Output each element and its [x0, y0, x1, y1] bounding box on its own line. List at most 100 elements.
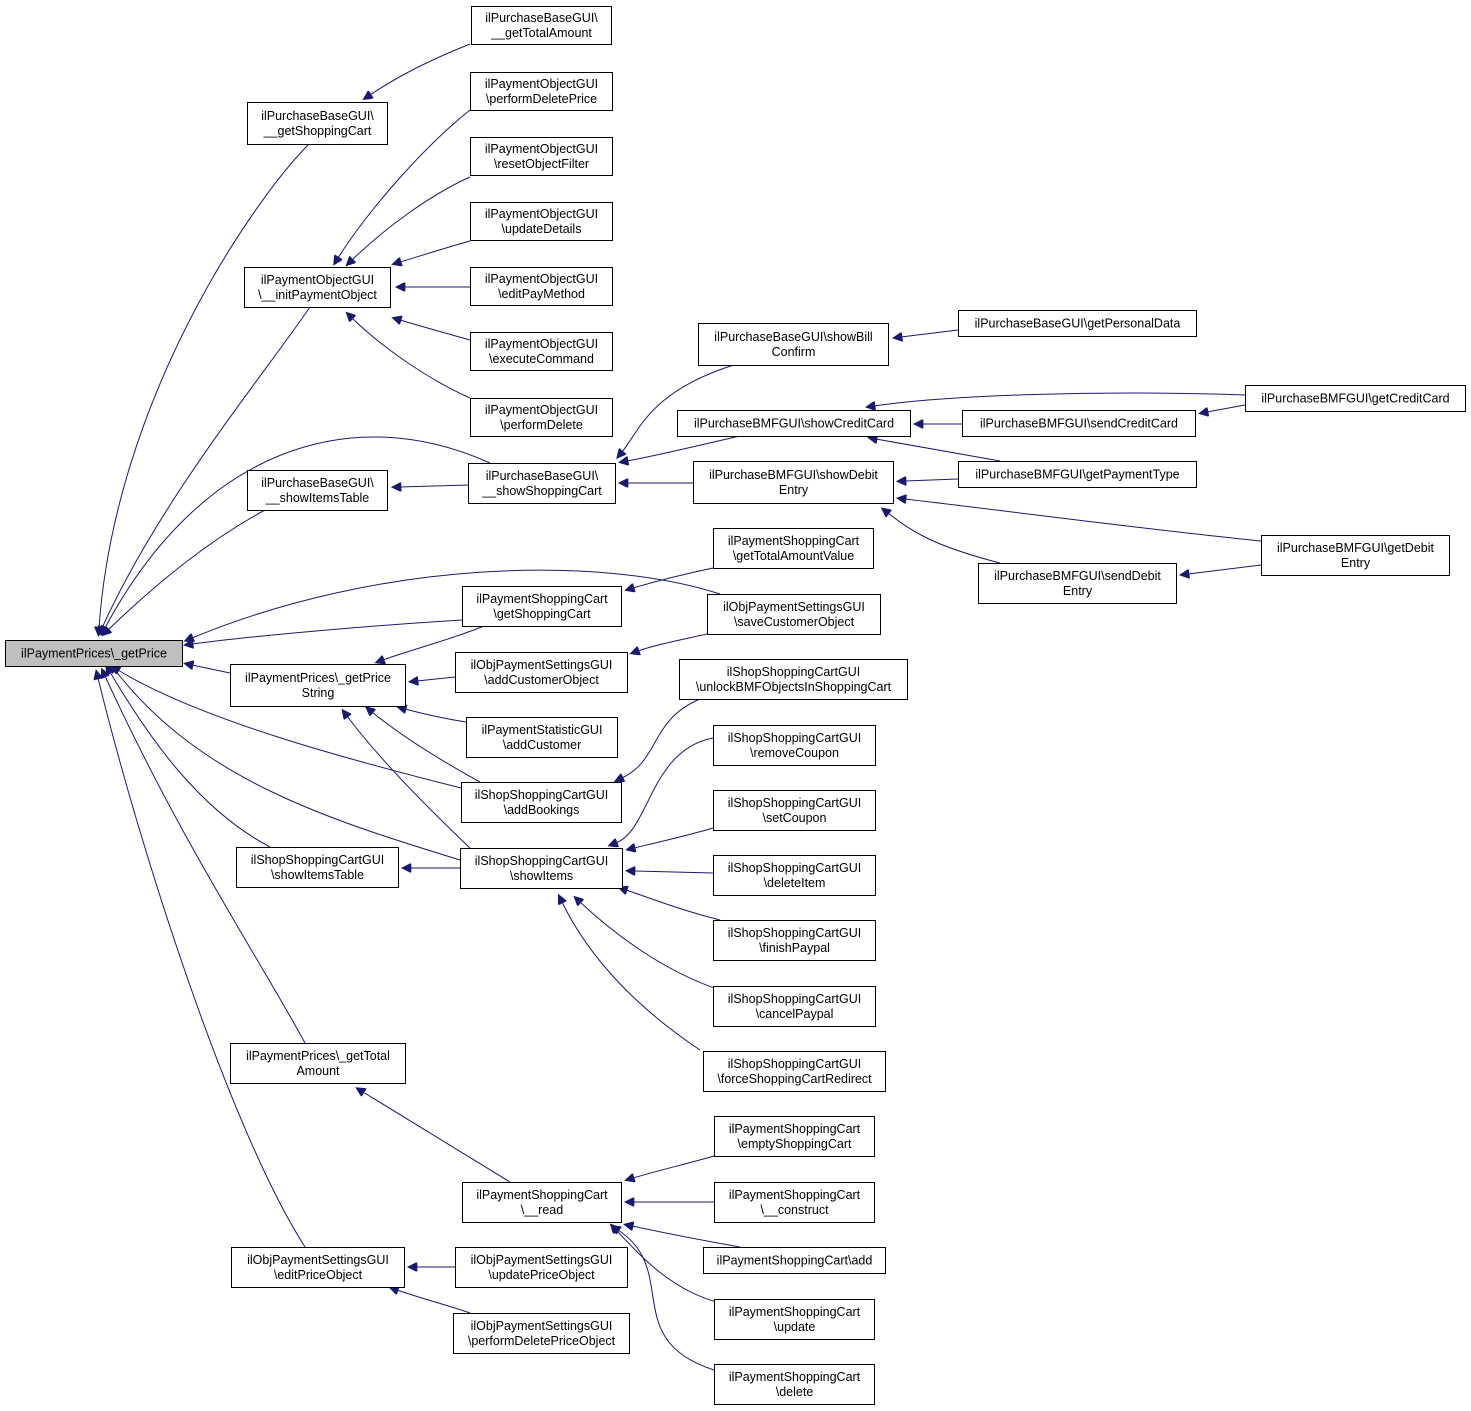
node-label: __showItemsTable: [265, 491, 370, 505]
caller-node[interactable]: ilPaymentObjectGUI\performDelete: [470, 398, 613, 437]
node-label: ilShopShoppingCartGUI: [475, 854, 608, 868]
caller-node[interactable]: ilPaymentObjectGUI\resetObjectFilter: [470, 137, 613, 176]
node-box: [713, 920, 876, 961]
caller-node[interactable]: ilPaymentObjectGUI\editPayMethod: [470, 267, 613, 306]
caller-node[interactable]: ilShopShoppingCartGUI\cancelPaypal: [713, 986, 876, 1027]
node-label: ilShopShoppingCartGUI: [728, 992, 861, 1006]
caller-node[interactable]: ilPurchaseBMFGUI\getCreditCard: [1245, 385, 1466, 412]
call-edge-n27-n0: [118, 670, 462, 789]
node-box: [1245, 385, 1466, 412]
caller-node[interactable]: ilShopShoppingCartGUI\showItems: [460, 848, 623, 889]
node-box: [470, 202, 613, 241]
caller-node[interactable]: ilShopShoppingCartGUI\unlockBMFObjectsIn…: [679, 659, 908, 700]
caller-node[interactable]: ilPaymentObjectGUI\__initPaymentObject: [244, 267, 391, 308]
call-edge-n3-n0: [102, 306, 311, 628]
call-edge-n14-n11: [627, 435, 741, 461]
node-label: Amount: [296, 1064, 340, 1078]
caller-node[interactable]: ilPaymentShoppingCart\add: [703, 1247, 886, 1274]
caller-node[interactable]: ilPurchaseBMFGUI\sendCreditCard: [962, 410, 1196, 437]
caller-node[interactable]: ilPaymentShoppingCart\__read: [462, 1182, 622, 1223]
node-box: [693, 461, 894, 504]
call-edge-n21-n0: [192, 619, 463, 644]
node-label: ilPurchaseBaseGUI\: [261, 476, 374, 490]
caller-node[interactable]: ilPaymentObjectGUI\performDeletePrice: [470, 72, 613, 111]
node-label: \getTotalAmountValue: [733, 549, 854, 563]
call-edge-n19-n20: [1188, 564, 1262, 574]
call-edge-n21-n24: [383, 625, 485, 660]
call-edge-n10-n0: [108, 509, 266, 630]
caller-node[interactable]: ilPurchaseBMFGUI\showCreditCard: [677, 410, 911, 437]
call-edge-n33-n32: [634, 871, 714, 873]
caller-node[interactable]: ilPurchaseBaseGUI\__showItemsTable: [247, 470, 388, 511]
caller-node[interactable]: ilPurchaseBaseGUI\__showShoppingCart: [468, 463, 616, 504]
caller-node[interactable]: ilObjPaymentSettingsGUI\saveCustomerObje…: [707, 594, 881, 635]
call-edge-n44-n0: [98, 678, 306, 1248]
node-label: ilPaymentObjectGUI: [485, 142, 598, 156]
node-label: ilObjPaymentSettingsGUI: [723, 600, 865, 614]
caller-node[interactable]: ilPaymentShoppingCart\getTotalAmountValu…: [713, 528, 874, 569]
caller-node[interactable]: ilPaymentShoppingCart\delete: [714, 1364, 875, 1405]
node-label: ilShopShoppingCartGUI: [728, 861, 861, 875]
caller-node[interactable]: ilShopShoppingCartGUI\showItemsTable: [236, 847, 399, 888]
call-edge-n24-n0: [192, 665, 231, 674]
node-label: \editPayMethod: [498, 287, 585, 301]
node-box: [453, 1313, 630, 1354]
caller-node[interactable]: ilPurchaseBaseGUI\getPersonalData: [958, 310, 1197, 337]
node-box: [460, 848, 623, 889]
node-label: ilPaymentShoppingCart: [729, 1188, 861, 1202]
call-edge-n11-n10: [400, 485, 469, 487]
caller-node[interactable]: ilShopShoppingCartGUI\addBookings: [461, 782, 622, 823]
caller-node[interactable]: ilPurchaseBMFGUI\getPaymentType: [958, 461, 1197, 488]
node-box: [247, 102, 388, 145]
node-box: [958, 461, 1197, 488]
caller-node[interactable]: ilObjPaymentSettingsGUI\updatePriceObjec…: [455, 1247, 628, 1288]
caller-node[interactable]: ilShopShoppingCartGUI\forceShoppingCartR…: [703, 1051, 886, 1092]
caller-node[interactable]: ilShopShoppingCartGUI\removeCoupon: [713, 725, 876, 766]
call-edge-n37-n0: [105, 676, 306, 1044]
call-edge-n43-n39: [618, 1230, 715, 1371]
node-label: ilObjPaymentSettingsGUI: [471, 1319, 613, 1333]
node-label: ilShopShoppingCartGUI: [251, 853, 384, 867]
node-label: ilPurchaseBMFGUI\showCreditCard: [694, 417, 894, 431]
call-edge-n20-n17: [888, 513, 1001, 564]
node-label: String: [302, 686, 335, 700]
caller-node[interactable]: ilPaymentShoppingCart\getShoppingCart: [462, 586, 622, 627]
node-label: \updatePriceObject: [488, 1268, 595, 1282]
caller-node[interactable]: ilPaymentShoppingCart\emptyShoppingCart: [714, 1116, 875, 1157]
caller-node[interactable]: ilPaymentObjectGUI\executeCommand: [470, 332, 613, 371]
caller-node[interactable]: ilPurchaseBaseGUI\__getTotalAmount: [471, 6, 612, 45]
focus-node[interactable]: ilPaymentPrices\_getPrice: [5, 640, 183, 667]
node-box: [455, 1247, 628, 1288]
caller-node[interactable]: ilPaymentPrices\_getTotalAmount: [230, 1043, 406, 1084]
node-box: [713, 725, 876, 766]
caller-node[interactable]: ilPaymentObjectGUI\updateDetails: [470, 202, 613, 241]
caller-node[interactable]: ilPaymentStatisticGUI\addCustomer: [466, 717, 618, 758]
node-box: [470, 267, 613, 306]
node-label: \unlockBMFObjectsInShoppingCart: [696, 680, 892, 694]
call-edge-n29-n32: [616, 737, 714, 843]
node-label: \executeCommand: [489, 352, 594, 366]
node-label: \setCoupon: [763, 811, 827, 825]
node-label: ilPaymentPrices\_getTotal: [246, 1049, 390, 1063]
caller-node[interactable]: ilShopShoppingCartGUI\finishPaypal: [713, 920, 876, 961]
caller-node[interactable]: ilShopShoppingCartGUI\deleteItem: [713, 855, 876, 896]
caller-node[interactable]: ilObjPaymentSettingsGUI\addCustomerObjec…: [455, 652, 628, 693]
node-box: [462, 1182, 622, 1223]
caller-node[interactable]: ilShopShoppingCartGUI\setCoupon: [713, 790, 876, 831]
call-edge-n18-n14: [876, 439, 1001, 462]
caller-node[interactable]: ilPaymentShoppingCart\update: [714, 1299, 875, 1340]
node-box: [698, 323, 889, 366]
caller-node[interactable]: ilObjPaymentSettingsGUI\performDeletePri…: [453, 1313, 630, 1354]
caller-node[interactable]: ilPurchaseBaseGUI\__getShoppingCart: [247, 102, 388, 145]
caller-node[interactable]: ilPaymentShoppingCart\__construct: [714, 1182, 875, 1223]
node-label: ilPurchaseBMFGUI\getCreditCard: [1261, 392, 1449, 406]
node-label: ilPaymentShoppingCart\add: [717, 1254, 873, 1268]
caller-node[interactable]: ilObjPaymentSettingsGUI\editPriceObject: [231, 1247, 405, 1288]
call-edge-n27-n24: [372, 712, 481, 783]
node-label: ilShopShoppingCartGUI: [728, 731, 861, 745]
